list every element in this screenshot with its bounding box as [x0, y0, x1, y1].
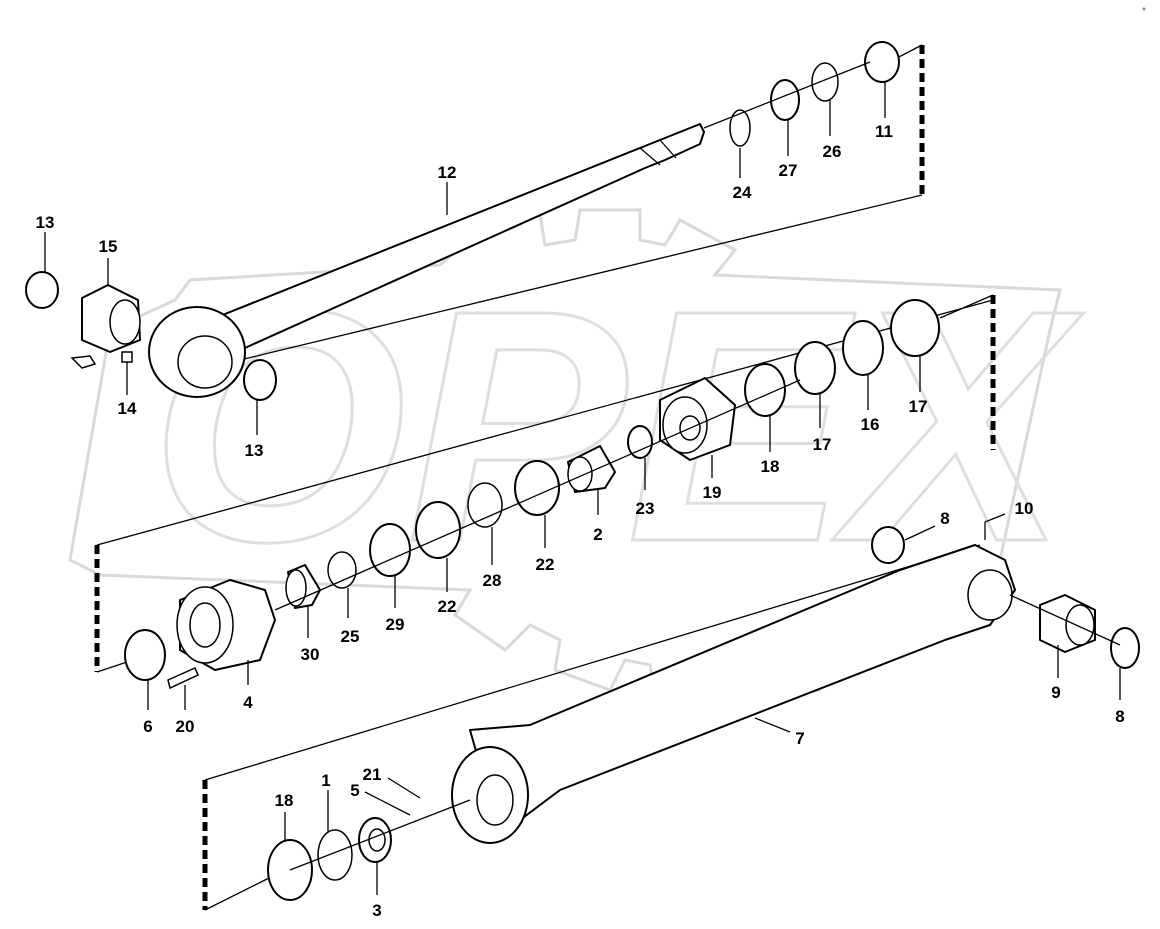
tube-leader-axis [1009, 594, 1121, 646]
shim-25 [327, 551, 357, 589]
label-20: 20 [176, 717, 195, 736]
label-13-top: 13 [36, 213, 55, 232]
label-5: 5 [350, 781, 359, 800]
label-8-bottom: 8 [1115, 707, 1124, 726]
leader-21 [387, 777, 421, 799]
shim-1 [317, 829, 353, 881]
label-8-top: 8 [940, 509, 949, 528]
label-6: 6 [143, 717, 152, 736]
rod-leader-axis [703, 61, 871, 129]
label-26: 26 [823, 142, 842, 161]
label-11: 11 [875, 122, 893, 141]
spacer-2-face [567, 456, 593, 492]
tube-guide-top [204, 544, 981, 781]
grease-nipple-14 [121, 351, 133, 363]
seal-6 [124, 629, 166, 681]
piston-assembly [124, 299, 940, 690]
label-28: 28 [483, 571, 502, 590]
label-1: 1 [321, 771, 330, 790]
bushing-9-bore [1065, 604, 1095, 646]
piston-rod [214, 123, 705, 353]
tube-eye-bore [967, 569, 1013, 621]
label-14: 14 [118, 399, 137, 418]
label-27: 27 [779, 161, 798, 180]
nut-3-bore [368, 828, 386, 852]
ring-29 [369, 523, 411, 577]
label-29: 29 [386, 615, 405, 634]
leader-8-top [904, 525, 936, 541]
corner-mark: * [1142, 6, 1146, 17]
label-17-left: 17 [813, 435, 832, 454]
piston-leader-axis [274, 379, 801, 611]
label-18: 18 [761, 457, 780, 476]
seal-11 [864, 41, 900, 83]
cylinder-tube-assembly [267, 526, 1140, 901]
oring-22-right [514, 460, 560, 516]
shim-28 [467, 482, 503, 528]
cylinder-head-4-bore [189, 602, 221, 648]
rod-eye-bore [177, 335, 233, 389]
seal-27 [770, 79, 800, 121]
piston-rod-assembly [25, 41, 900, 401]
seal-8-top [871, 526, 905, 564]
ring-17-right [890, 299, 940, 357]
wear-ring-18 [744, 363, 786, 417]
leader-7 [754, 717, 791, 733]
leader-5 [364, 791, 411, 816]
label-22-left: 22 [438, 597, 457, 616]
part-labels: 12 24 27 26 11 13 15 14 13 17 16 17 18 1… [36, 82, 1125, 920]
label-16: 16 [861, 415, 880, 434]
label-22-right: 22 [536, 555, 555, 574]
tube-flange-bore [476, 774, 514, 826]
rod-step-1 [639, 147, 661, 166]
label-21: 21 [363, 765, 382, 784]
oring-23 [627, 425, 653, 459]
label-4: 4 [243, 693, 253, 712]
leader-10b [984, 513, 1006, 523]
label-23: 23 [636, 499, 655, 518]
label-9: 9 [1051, 683, 1060, 702]
label-13-bottom: 13 [245, 441, 264, 460]
label-12: 12 [438, 163, 457, 182]
seal-16 [842, 320, 884, 376]
seal-8-bottom [1110, 627, 1140, 669]
label-15: 15 [99, 237, 118, 256]
label-10: 10 [1015, 499, 1034, 518]
shim-24 [729, 109, 751, 147]
label-30: 30 [301, 645, 320, 664]
seal-13-right [243, 359, 277, 401]
cylinder-tube-7 [469, 544, 1016, 836]
label-2: 2 [593, 525, 602, 544]
label-19: 19 [703, 483, 722, 502]
tube-leader-bottom [289, 799, 471, 871]
bushing-15-bore [109, 299, 141, 345]
bolt-20 [167, 667, 199, 690]
label-24: 24 [733, 183, 752, 202]
piston-guide-top [939, 294, 994, 319]
ring-17-left [794, 341, 836, 395]
tube-guide-bottom [204, 874, 276, 911]
ring-26 [811, 62, 839, 102]
label-17-right: 17 [909, 397, 928, 416]
rod-step-2 [659, 139, 677, 159]
rod-guide-bottom [239, 194, 923, 361]
label-18-bottom: 18 [275, 791, 294, 810]
bushing-30-face [285, 569, 307, 607]
label-7: 7 [795, 729, 804, 748]
label-3: 3 [372, 901, 381, 920]
label-25: 25 [341, 627, 360, 646]
grease-fitting-14 [70, 355, 97, 369]
oring-22-left [415, 501, 461, 559]
seal-13-left [25, 271, 59, 309]
